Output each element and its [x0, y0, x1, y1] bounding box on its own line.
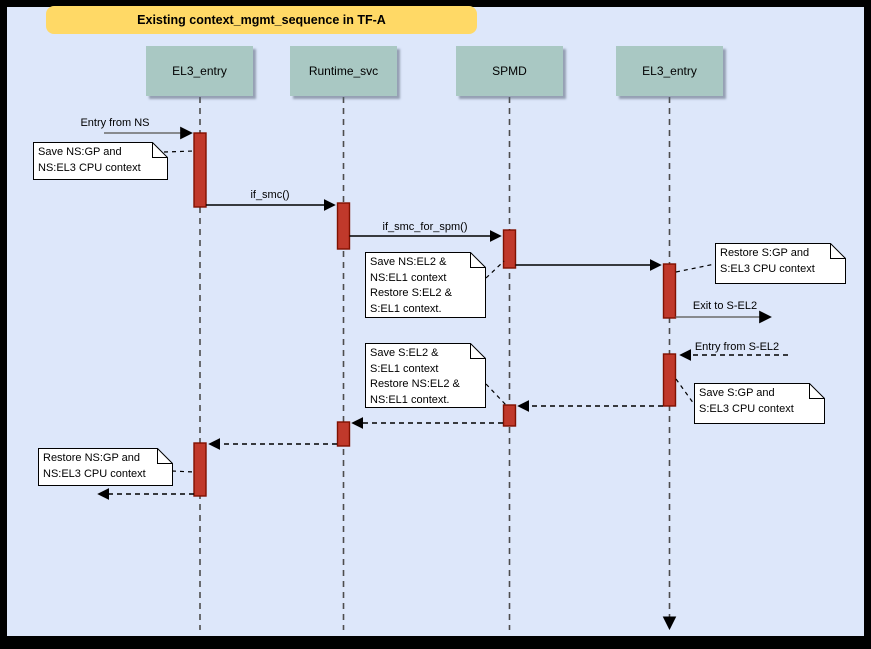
note-shape: [365, 343, 486, 408]
note-shape: [38, 448, 173, 486]
note-shape: [715, 243, 846, 284]
activation-bar: [502, 229, 517, 269]
note-save-ns-gp: Save NS:GP and NS:EL3 CPU context: [33, 142, 168, 180]
activation-bar: [662, 353, 677, 407]
note-shape: [694, 383, 825, 424]
activation-bar: [336, 421, 351, 447]
lifeline-header-runtime-svc: Runtime_svc: [290, 46, 397, 96]
lifeline-header-el3-entry-left: EL3_entry: [146, 46, 253, 96]
note-shape: [365, 252, 486, 318]
note-text: Restore NS:GP and NS:EL3 CPU context: [43, 452, 146, 480]
diagram-title: Existing context_mgmt_sequence in TF-A: [46, 6, 477, 34]
activation-bar: [336, 202, 351, 250]
message-label-entry-from-ns: Entry from NS: [80, 117, 150, 129]
note-save-s-gp: Save S:GP and S:EL3 CPU context: [694, 383, 825, 424]
activation-bar: [662, 263, 677, 319]
note-text: Save NS:GP and NS:EL3 CPU context: [38, 146, 141, 174]
note-save-ns-el2: Save NS:EL2 & NS:EL1 context Restore S:E…: [365, 252, 486, 318]
activation-bar: [502, 404, 517, 427]
note-connector: [163, 150, 195, 153]
lifeline-header-el3-entry-right: EL3_entry: [616, 46, 723, 96]
lifeline-label: Runtime_svc: [308, 64, 379, 78]
note-connector: [675, 263, 716, 273]
lifeline-header-spmd: SPMD: [456, 46, 563, 96]
lifeline-label: SPMD: [492, 64, 527, 78]
note-shape: [33, 142, 168, 180]
note-restore-s-gp: Restore S:GP and S:EL3 CPU context: [715, 243, 846, 284]
message-label-entry-from-s-el2: Entry from S-EL2: [694, 341, 780, 353]
note-connector: [485, 260, 505, 279]
message-label-exit-to-s-el2: Exit to S-EL2: [692, 300, 758, 312]
message-label-if-smc: if_smc(): [250, 189, 290, 201]
activation-bar: [193, 442, 207, 497]
note-text: Restore S:GP and S:EL3 CPU context: [720, 247, 815, 275]
note-text: Save S:EL2 & S:EL1 context Restore NS:EL…: [370, 347, 460, 406]
note-save-s-el2: Save S:EL2 & S:EL1 context Restore NS:EL…: [365, 343, 486, 408]
activation-bar: [193, 132, 207, 208]
note-connector: [485, 383, 507, 406]
note-connector: [675, 378, 695, 405]
note-text: Save NS:EL2 & NS:EL1 context Restore S:E…: [370, 256, 452, 315]
lifeline-label: EL3_entry: [642, 64, 697, 78]
note-restore-ns-gp: Restore NS:GP and NS:EL3 CPU context: [38, 448, 173, 486]
note-connector: [171, 470, 195, 473]
diagram-background: [7, 7, 864, 636]
lifeline-label: EL3_entry: [172, 64, 227, 78]
message-label-if-smc-for-spm: if_smc_for_spm(): [382, 221, 468, 233]
note-text: Save S:GP and S:EL3 CPU context: [699, 387, 794, 415]
